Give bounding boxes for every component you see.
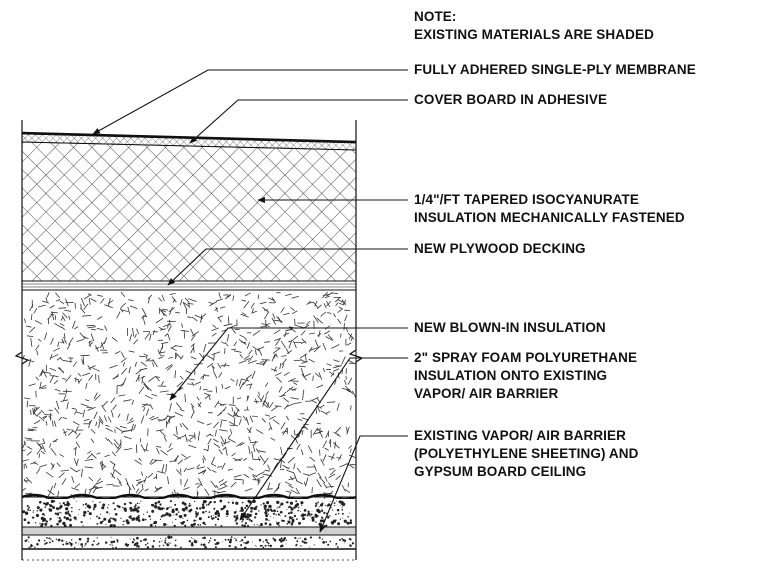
gypsum-board-layer bbox=[21, 526, 357, 550]
leader-cover-board bbox=[189, 99, 408, 144]
label-membrane: FULLY ADHERED SINGLE-PLY MEMBRANE bbox=[414, 62, 696, 77]
label-blown-in-insulation: NEW BLOWN-IN INSULATION bbox=[414, 320, 606, 335]
note-heading: NOTE: bbox=[414, 9, 457, 24]
plywood-decking-layer bbox=[21, 280, 357, 291]
label-spray-foam: 2" SPRAY FOAM POLYURETHANE INSULATION ON… bbox=[414, 350, 638, 401]
membrane-layer bbox=[21, 131, 357, 144]
leader-membrane bbox=[92, 69, 408, 135]
label-vapor-barrier: EXISTING VAPOR/ AIR BARRIER (POLYETHYLEN… bbox=[414, 428, 639, 479]
leader-spray-foam bbox=[239, 357, 408, 521]
label-plywood-decking: NEW PLYWOOD DECKING bbox=[414, 241, 586, 256]
leader-vapor-barrier bbox=[319, 435, 408, 533]
spray-foam-layer bbox=[22, 499, 356, 528]
note-text: EXISTING MATERIALS ARE SHADED bbox=[414, 27, 654, 42]
tapered-insulation-layer bbox=[21, 141, 357, 282]
blown-in-insulation-layer bbox=[21, 289, 357, 501]
vapor-barrier-layer bbox=[21, 493, 357, 501]
label-tapered-insulation: 1/4"/FT TAPERED ISOCYANURATE INSULATION … bbox=[414, 192, 685, 225]
leader-lines bbox=[92, 69, 408, 533]
leader-plywood bbox=[167, 248, 408, 286]
label-cover-board: COVER BOARD IN ADHESIVE bbox=[414, 92, 608, 107]
leader-blown-in bbox=[169, 327, 408, 401]
note-block: NOTE: EXISTING MATERIALS ARE SHADED bbox=[414, 8, 654, 44]
section-edges bbox=[14, 120, 364, 561]
